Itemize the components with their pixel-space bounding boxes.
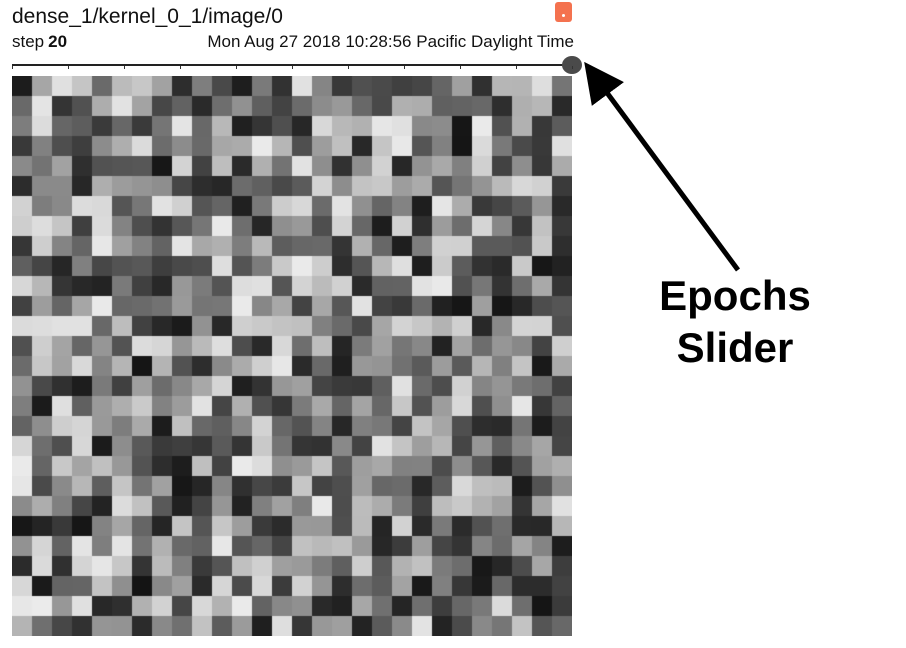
annotation-line-1: Epochs bbox=[659, 272, 811, 319]
slider-tick bbox=[236, 66, 237, 69]
slider-tick bbox=[516, 66, 517, 69]
slider-tick bbox=[12, 66, 13, 69]
slider-tick bbox=[348, 66, 349, 69]
slider-tick bbox=[68, 66, 69, 69]
weight-image bbox=[12, 76, 572, 636]
slider-tick bbox=[460, 66, 461, 69]
annotation-line-2: Slider bbox=[676, 324, 794, 371]
slider-tick bbox=[124, 66, 125, 69]
epochs-slider-annotation: Epochs Slider bbox=[620, 270, 850, 374]
step-label: step bbox=[12, 32, 45, 51]
epochs-slider[interactable] bbox=[12, 56, 584, 76]
timestamp: Mon Aug 27 2018 10:28:56 Pacific Dayligh… bbox=[207, 32, 574, 51]
slider-tick bbox=[292, 66, 293, 69]
slider-thumb[interactable] bbox=[562, 56, 582, 74]
slider-tick bbox=[180, 66, 181, 69]
slider-tick bbox=[404, 66, 405, 69]
slider-tick bbox=[572, 66, 573, 69]
image-title: dense_1/kernel_0_1/image/0 bbox=[12, 5, 283, 28]
expand-button[interactable] bbox=[555, 2, 572, 22]
slider-track[interactable] bbox=[12, 64, 572, 66]
step-value: 20 bbox=[48, 32, 68, 51]
expand-icon bbox=[562, 14, 565, 17]
